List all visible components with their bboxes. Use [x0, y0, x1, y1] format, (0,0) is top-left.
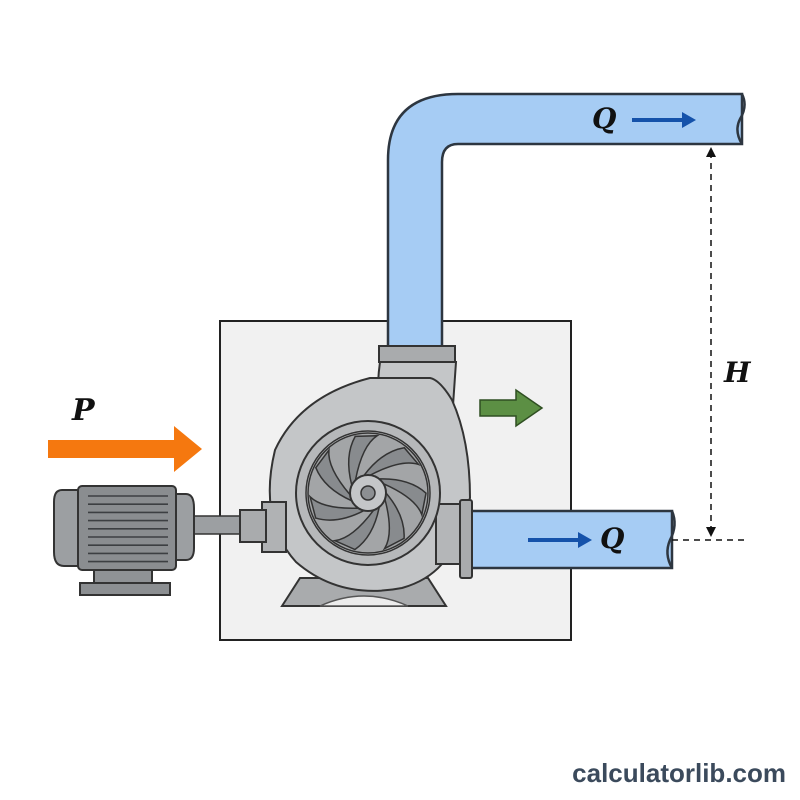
motor-icon — [53, 485, 195, 596]
flow-in-label: Q — [600, 522, 624, 555]
suction-pipe-break — [666, 510, 676, 569]
impeller-blade — [347, 434, 380, 487]
energy-output-arrow — [479, 388, 544, 428]
impeller-blade — [308, 494, 366, 521]
impeller-blade — [382, 491, 405, 551]
watermark: calculatorlib.com — [572, 758, 786, 788]
impeller-blade — [362, 446, 421, 477]
flow-arrow-in — [528, 532, 592, 548]
discharge-pipe — [386, 92, 744, 350]
head-label: H — [723, 356, 752, 389]
impeller-blade — [314, 447, 353, 503]
discharge-pipe-break — [736, 93, 746, 145]
impeller-blade — [377, 478, 427, 518]
impeller-blade — [332, 505, 381, 551]
impeller-icon — [307, 432, 429, 554]
power-input-arrow — [48, 426, 202, 472]
flow-arrow-out — [632, 112, 696, 128]
flow-out-label: Q — [592, 102, 616, 135]
power-label: P — [71, 393, 96, 428]
